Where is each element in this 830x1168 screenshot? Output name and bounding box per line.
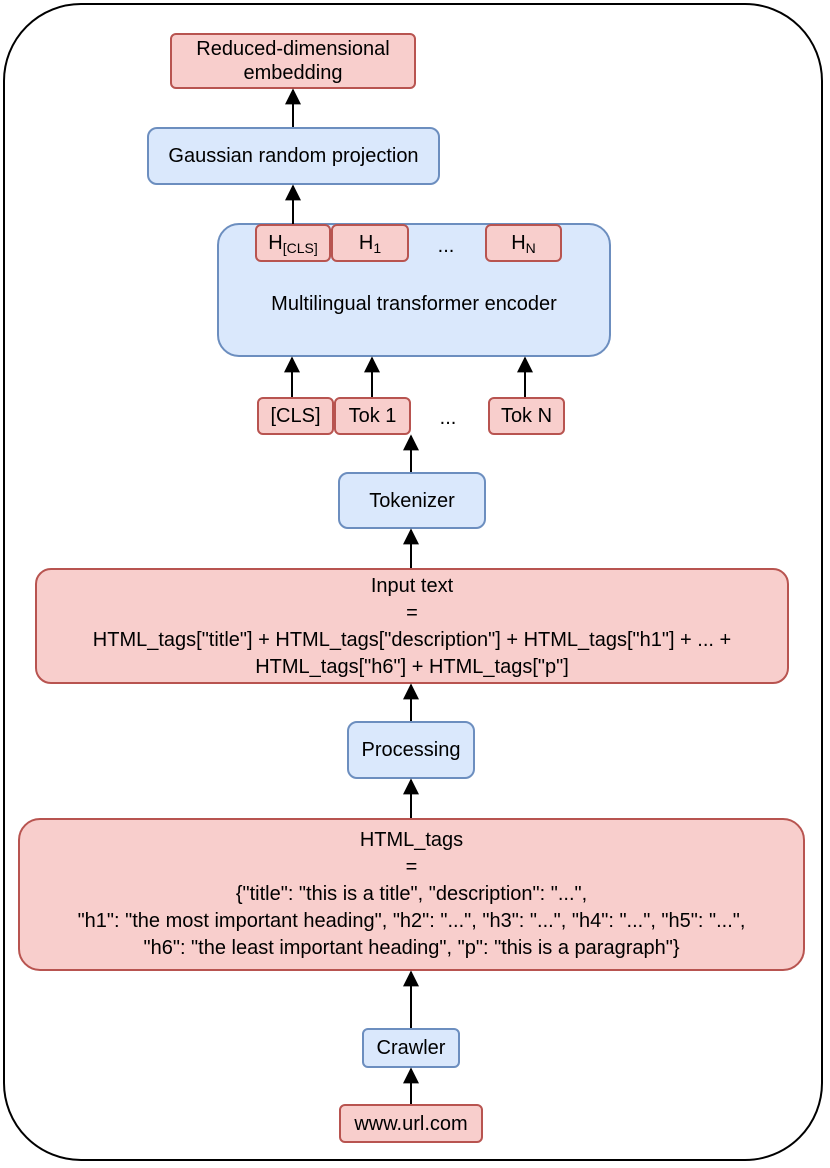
processing-label: Processing — [361, 739, 461, 761]
token-cls-label: [CLS] — [270, 405, 321, 427]
tokenizer-box: Tokenizer — [338, 472, 486, 529]
input-text-line-3: HTML_tags["title"] + HTML_tags["descript… — [92, 629, 732, 651]
embedding-box: Reduced-dimensional embedding — [170, 33, 416, 89]
html-tags-line-1: HTML_tags — [359, 829, 464, 851]
html-tags-line-4: "h1": "the most important heading", "h2"… — [77, 910, 746, 932]
crawler-box: Crawler — [362, 1028, 460, 1068]
encoder-label: Multilingual transformer encoder — [271, 293, 557, 315]
outer-frame — [3, 3, 823, 1161]
input-text-line-1: Input text — [370, 575, 454, 597]
hidden-cls-label: H[CLS] — [268, 232, 318, 256]
url-box: www.url.com — [339, 1104, 483, 1143]
input-text-box: Input text = HTML_tags["title"] + HTML_t… — [35, 568, 789, 684]
url-label: www.url.com — [354, 1112, 468, 1135]
hidden-ellipsis: ... — [437, 235, 455, 257]
token-cls-box: [CLS] — [257, 397, 334, 435]
input-text-line-4: HTML_tags["h6"] + HTML_tags["p"] — [255, 656, 569, 678]
hidden-1-label: H1 — [358, 232, 382, 256]
crawler-label: Crawler — [376, 1037, 446, 1059]
projection-label: Gaussian random projection — [168, 145, 419, 167]
tokenizer-label: Tokenizer — [369, 489, 455, 512]
processing-box: Processing — [347, 721, 475, 779]
html-tags-box: HTML_tags = {"title": "this is a title",… — [18, 818, 805, 971]
html-tags-line-5: "h6": "the least important heading", "p"… — [143, 937, 680, 959]
hidden-n-box: HN — [485, 224, 562, 262]
embedding-line-2: embedding — [243, 62, 343, 84]
projection-box: Gaussian random projection — [147, 127, 440, 185]
token-n-label: Tok N — [500, 405, 553, 427]
hidden-cls-box: H[CLS] — [255, 224, 331, 262]
html-tags-line-3: {"title": "this is a title", "descriptio… — [235, 883, 588, 905]
token-1-box: Tok 1 — [334, 397, 411, 435]
input-text-line-2: = — [406, 602, 418, 624]
token-n-box: Tok N — [488, 397, 565, 435]
html-tags-line-2: = — [405, 856, 418, 878]
embedding-line-1: Reduced-dimensional — [196, 38, 390, 60]
hidden-n-label: HN — [511, 232, 536, 256]
token-ellipsis: ... — [439, 407, 457, 429]
hidden-1-box: H1 — [331, 224, 409, 262]
token-1-label: Tok 1 — [348, 405, 397, 427]
